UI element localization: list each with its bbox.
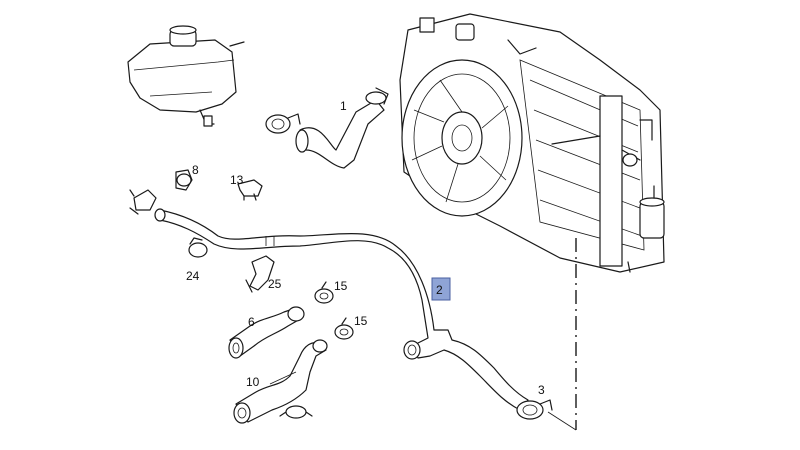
part-label-15a: 15	[334, 279, 348, 293]
clamp-part-15-lower	[334, 317, 354, 340]
part-label-25: 25	[268, 277, 282, 291]
clip-part-8	[175, 169, 193, 191]
hose-clamp-part-3	[516, 399, 553, 420]
hose-part-6	[228, 306, 305, 359]
radiator-fan-assembly	[399, 13, 665, 273]
expansion-tank	[127, 25, 245, 127]
hose-part-10	[233, 339, 328, 424]
part-labels: 1 2 3 6 8 10 13 15 15 24 25	[186, 99, 545, 397]
part-label-10: 10	[246, 375, 260, 389]
part-label-3: 3	[538, 383, 545, 397]
bleed-valve	[129, 189, 157, 215]
clip-part-24	[188, 237, 208, 258]
upper-hose-part-1	[265, 87, 389, 169]
part-label-8: 8	[192, 163, 199, 177]
bracket-part-25	[245, 255, 275, 293]
part-label-2-highlight	[431, 277, 451, 301]
clamp-part-15-upper	[314, 281, 334, 304]
part-label-2: 2	[436, 283, 443, 297]
reference-leader	[547, 411, 577, 431]
part-label-15b: 15	[354, 314, 368, 328]
coolant-pipe-part-2	[154, 208, 529, 411]
part-label-24: 24	[186, 269, 200, 283]
part-label-6: 6	[248, 315, 255, 329]
part-label-13: 13	[230, 173, 244, 187]
clip-part-13	[237, 179, 263, 201]
part-label-1: 1	[340, 99, 347, 113]
